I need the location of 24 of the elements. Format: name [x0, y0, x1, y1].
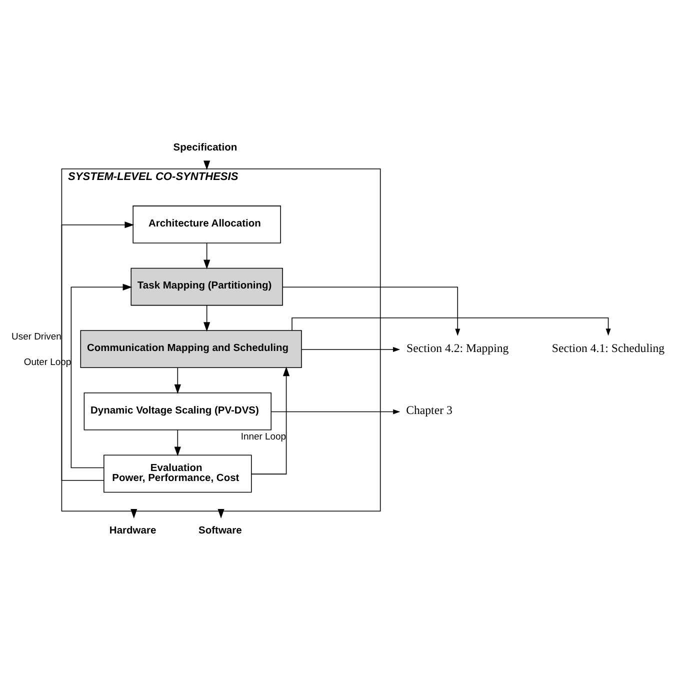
node-text: Hardware — [109, 525, 156, 536]
node-text: Section 4.1: Scheduling — [552, 340, 665, 354]
arrow — [292, 317, 611, 336]
arrow — [204, 304, 210, 332]
node-text: Chapter 3 — [406, 402, 452, 417]
edge-label: User Driven — [12, 330, 62, 342]
node-text: Software — [198, 525, 242, 536]
arrow — [301, 346, 400, 352]
arrow — [61, 221, 134, 480]
arrow — [251, 366, 290, 474]
arrow — [282, 286, 460, 336]
arrow — [204, 242, 210, 269]
arrow — [270, 408, 400, 414]
node-box: Communication Mapping and Scheduling — [80, 330, 302, 368]
node-box: Task Mapping (Partitioning) — [130, 267, 283, 306]
edge-label: Inner Loop — [240, 431, 286, 442]
node-box: Dynamic Voltage Scaling (PV-DVS) — [84, 392, 272, 430]
arrow — [70, 283, 132, 468]
node-text: Section 4.2: Mapping — [406, 340, 509, 354]
node-box: Evaluation Power, Performance, Cost — [104, 454, 252, 492]
node-box: Architecture Allocation — [132, 205, 281, 243]
arrow — [174, 429, 181, 456]
arrow — [174, 366, 181, 394]
node-text: Specification — [173, 142, 238, 153]
